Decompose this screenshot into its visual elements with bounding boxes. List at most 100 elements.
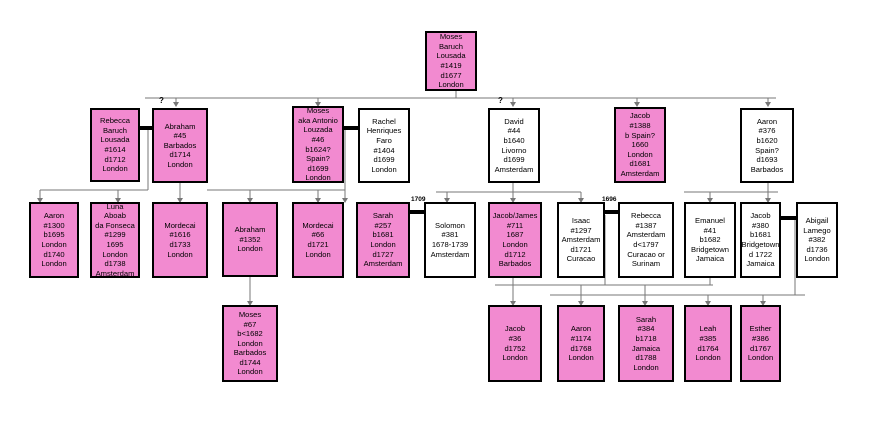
person-text-line: #67 xyxy=(243,319,257,329)
person-text-line: London xyxy=(167,159,193,169)
marriage-year-sarah-solomon: 1709 xyxy=(411,196,426,203)
person-text-line: London xyxy=(438,80,464,90)
person-text-line: b Spain? xyxy=(625,130,655,140)
person-text-line: Barbados xyxy=(750,164,784,174)
person-text-line: Spain? xyxy=(755,145,779,155)
person-text-line: d1768 xyxy=(570,343,592,353)
person-text-line: Lamego xyxy=(803,225,831,235)
person-text-line: Jacob xyxy=(750,211,771,221)
person-text-line: London xyxy=(237,338,263,348)
person-text-line: London xyxy=(41,240,67,249)
person-text-line: Leah xyxy=(699,324,717,334)
person-text-line: b1681 xyxy=(372,230,394,240)
person-text-line: Baruch xyxy=(102,125,128,135)
person-text-line: Abraham xyxy=(164,121,196,131)
person-text-line: Sarah xyxy=(635,314,657,324)
person-text-line: b1640 xyxy=(503,135,525,145)
person-text-line: Sarah xyxy=(372,211,394,221)
person-text-line: #1419 xyxy=(440,61,462,70)
person-text-line: Surinam xyxy=(631,259,661,269)
person-text-line: Mordecai xyxy=(164,220,196,230)
person-text-line: #257 xyxy=(374,220,392,230)
person-text-line: #1388 xyxy=(629,121,651,131)
person-text-line: d1699 xyxy=(307,163,329,173)
person-text-line: Spain? xyxy=(306,154,330,164)
person-text-line: b<1682 xyxy=(237,329,263,339)
person-text-line: Moses xyxy=(306,106,330,116)
person-text-line: Rebecca xyxy=(631,211,661,221)
person-text-line: #36 xyxy=(508,333,522,343)
person-text-line: Jamaica xyxy=(631,343,661,353)
person-text-line: London xyxy=(502,240,528,249)
person-text-line: Aboab xyxy=(104,211,126,221)
unknown-parent-mark-david: ? xyxy=(498,96,503,105)
person-text-line: London xyxy=(41,259,67,269)
person-text-line: London xyxy=(167,249,193,259)
person-text-line: Moses xyxy=(439,32,463,42)
person-text-line: London xyxy=(747,353,774,363)
person-text-line: #1614 xyxy=(104,145,126,154)
person-text-line: Jacob/James xyxy=(492,211,538,221)
person-text-line: Amsterdam xyxy=(363,259,403,269)
person-text-line: #380 xyxy=(752,220,769,230)
person-text-line: #1174 xyxy=(570,333,592,343)
person-text-line: Amsterdam xyxy=(626,230,666,240)
person-text-line: 1678-1739 xyxy=(431,240,469,249)
person-text-line: Louzada xyxy=(303,125,333,135)
person-text-line: London xyxy=(627,149,653,159)
person-text-line: Lousada xyxy=(436,51,466,61)
person-text-line: #1387 xyxy=(635,220,657,230)
person-text-line: 1660 xyxy=(631,140,649,150)
person-text-line: London xyxy=(237,244,263,254)
person-text-line: Jamaica xyxy=(746,259,775,269)
person-text-line: Amsterdam xyxy=(430,249,470,259)
person-text-line: 1687 xyxy=(506,230,524,240)
person-text-line: Aaron xyxy=(756,116,778,126)
person-text-line: d1721 xyxy=(307,240,329,249)
person-text-line: d 1722 xyxy=(748,249,773,259)
person-text-line: David xyxy=(504,116,524,126)
person-text-line: #66 xyxy=(311,230,325,240)
unknown-parent-mark-abraham: ? xyxy=(159,96,164,105)
person-text-line: London xyxy=(102,249,128,259)
person-text-line: d1712 xyxy=(104,154,126,164)
person-text-line: d1740 xyxy=(43,249,65,259)
person-text-line: Curacao or xyxy=(627,249,665,259)
person-text-line: Solomon xyxy=(435,220,465,230)
person-text-line: #711 xyxy=(506,220,524,230)
person-text-line: London xyxy=(102,164,128,174)
person-text-line: Jacob xyxy=(504,324,526,334)
person-text-line: #376 xyxy=(758,126,776,136)
person-text-line: d1712 xyxy=(504,249,526,259)
person-text-line: d1733 xyxy=(169,240,191,249)
person-text-line: d1788 xyxy=(635,353,657,363)
person-text-line: d1721 xyxy=(570,244,592,254)
person-text-line: #1300 xyxy=(43,220,65,230)
person-text-line: Amsterdam xyxy=(561,235,601,245)
person-text-line: Amsterdam xyxy=(620,168,660,178)
person-text-line: Curacao xyxy=(566,254,596,264)
person-text-line: d1677 xyxy=(440,70,462,80)
person-text-line: d1736 xyxy=(806,244,828,254)
person-text-line: London xyxy=(502,353,528,363)
person-text-line: d<1797 xyxy=(633,240,659,249)
person-text-line: d1744 xyxy=(239,357,261,367)
